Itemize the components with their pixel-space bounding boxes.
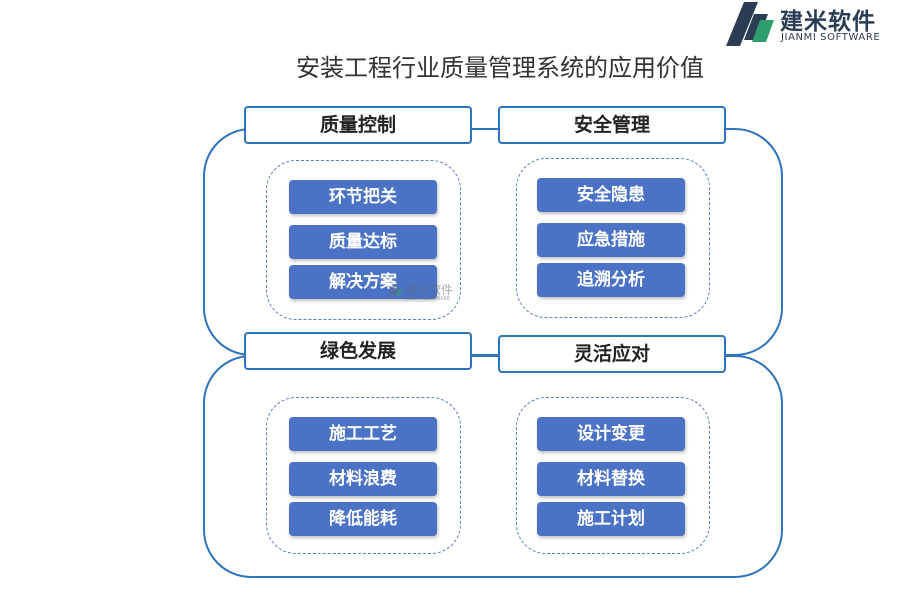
page-title: 安装工程行业质量管理系统的应用价值 [296,54,704,82]
section-header-quality-control: 质量控制 [244,106,472,144]
item-green-development-1: 施工工艺 [289,417,437,451]
item-safety-management-2: 应急措施 [537,223,685,257]
logo-name-en: JIANMI SOFTWARE [781,32,881,43]
safety-management-panel [516,158,710,318]
item-flexible-response-3: 施工计划 [537,502,685,536]
item-safety-management-1: 安全隐患 [537,178,685,212]
brand-logo: 建米软件 JIANMI SOFTWARE [724,0,900,48]
item-quality-control-2: 质量达标 [289,225,437,259]
item-quality-control-3: 解决方案 [289,265,437,299]
item-safety-management-3: 追溯分析 [537,263,685,297]
item-flexible-response-1: 设计变更 [537,417,685,451]
section-header-flexible-response: 灵活应对 [498,335,726,373]
green-development-panel [266,397,461,554]
jianmi-logo-icon [726,2,774,46]
section-header-safety-management: 安全管理 [498,106,726,144]
watermark: 建米软件 JIANMI SOFTWARE [387,281,457,305]
section-header-green-development: 绿色发展 [244,332,472,370]
watermark-logo-icon [387,283,403,298]
item-green-development-3: 降低能耗 [289,502,437,536]
item-flexible-response-2: 材料替换 [537,462,685,496]
flexible-response-panel [516,397,710,554]
item-green-development-2: 材料浪费 [289,462,437,496]
logo-name-cn: 建米软件 [780,9,876,35]
quality-control-panel [266,160,461,320]
item-quality-control-1: 环节把关 [289,180,437,214]
watermark-name-en: JIANMI SOFTWARE [405,296,451,302]
watermark-name-cn: 建米软件 [405,283,454,297]
